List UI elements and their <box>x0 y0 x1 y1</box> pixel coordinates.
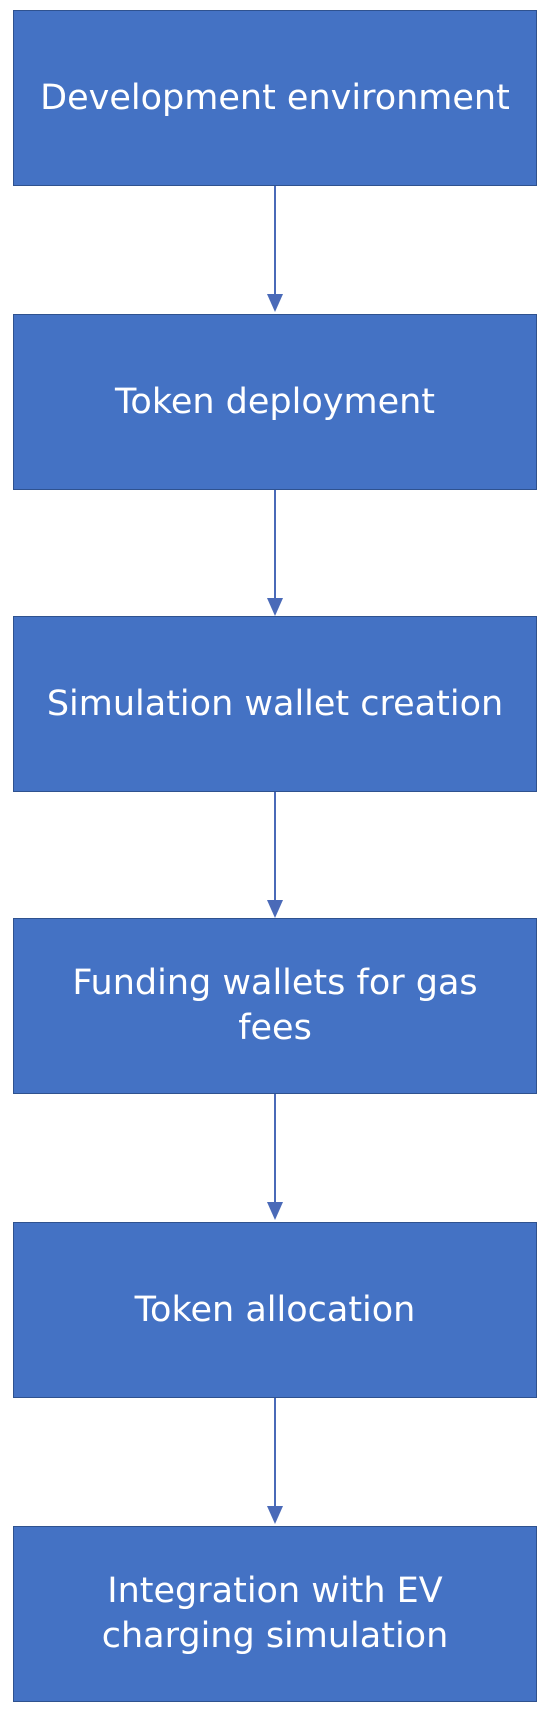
arrowhead-icon <box>267 1202 283 1220</box>
step-label: Token deployment <box>114 381 436 422</box>
step-token-allocation: Token allocation <box>13 1222 537 1398</box>
step-development-environment: Development environment <box>13 10 537 186</box>
arrow-down-icon <box>267 1398 283 1524</box>
arrowhead-icon <box>267 900 283 918</box>
step-token-deployment: Token deployment <box>13 314 537 490</box>
step-label: Integration with EV charging simulation <box>101 1571 449 1656</box>
step-funding-wallets-for-gas-fees: Funding wallets for gas fees <box>13 918 537 1094</box>
step-label: Development environment <box>40 77 510 118</box>
step-integration-with-ev-charging-simulation: Integration with EV charging simulation <box>13 1526 537 1702</box>
arrow-down-icon <box>267 186 283 312</box>
arrow-down-icon <box>267 1094 283 1220</box>
connector-line <box>274 792 276 902</box>
connector-line <box>274 1094 276 1204</box>
connector-line <box>274 1398 276 1508</box>
step-simulation-wallet-creation: Simulation wallet creation <box>13 616 537 792</box>
arrow-down-icon <box>267 490 283 616</box>
arrowhead-icon <box>267 294 283 312</box>
arrowhead-icon <box>267 598 283 616</box>
step-label: Simulation wallet creation <box>46 683 504 724</box>
step-label: Funding wallets for gas fees <box>72 963 478 1048</box>
connector-line <box>274 186 276 296</box>
connector-line <box>274 490 276 600</box>
step-label: Token allocation <box>134 1289 416 1330</box>
arrow-down-icon <box>267 792 283 918</box>
arrowhead-icon <box>267 1506 283 1524</box>
